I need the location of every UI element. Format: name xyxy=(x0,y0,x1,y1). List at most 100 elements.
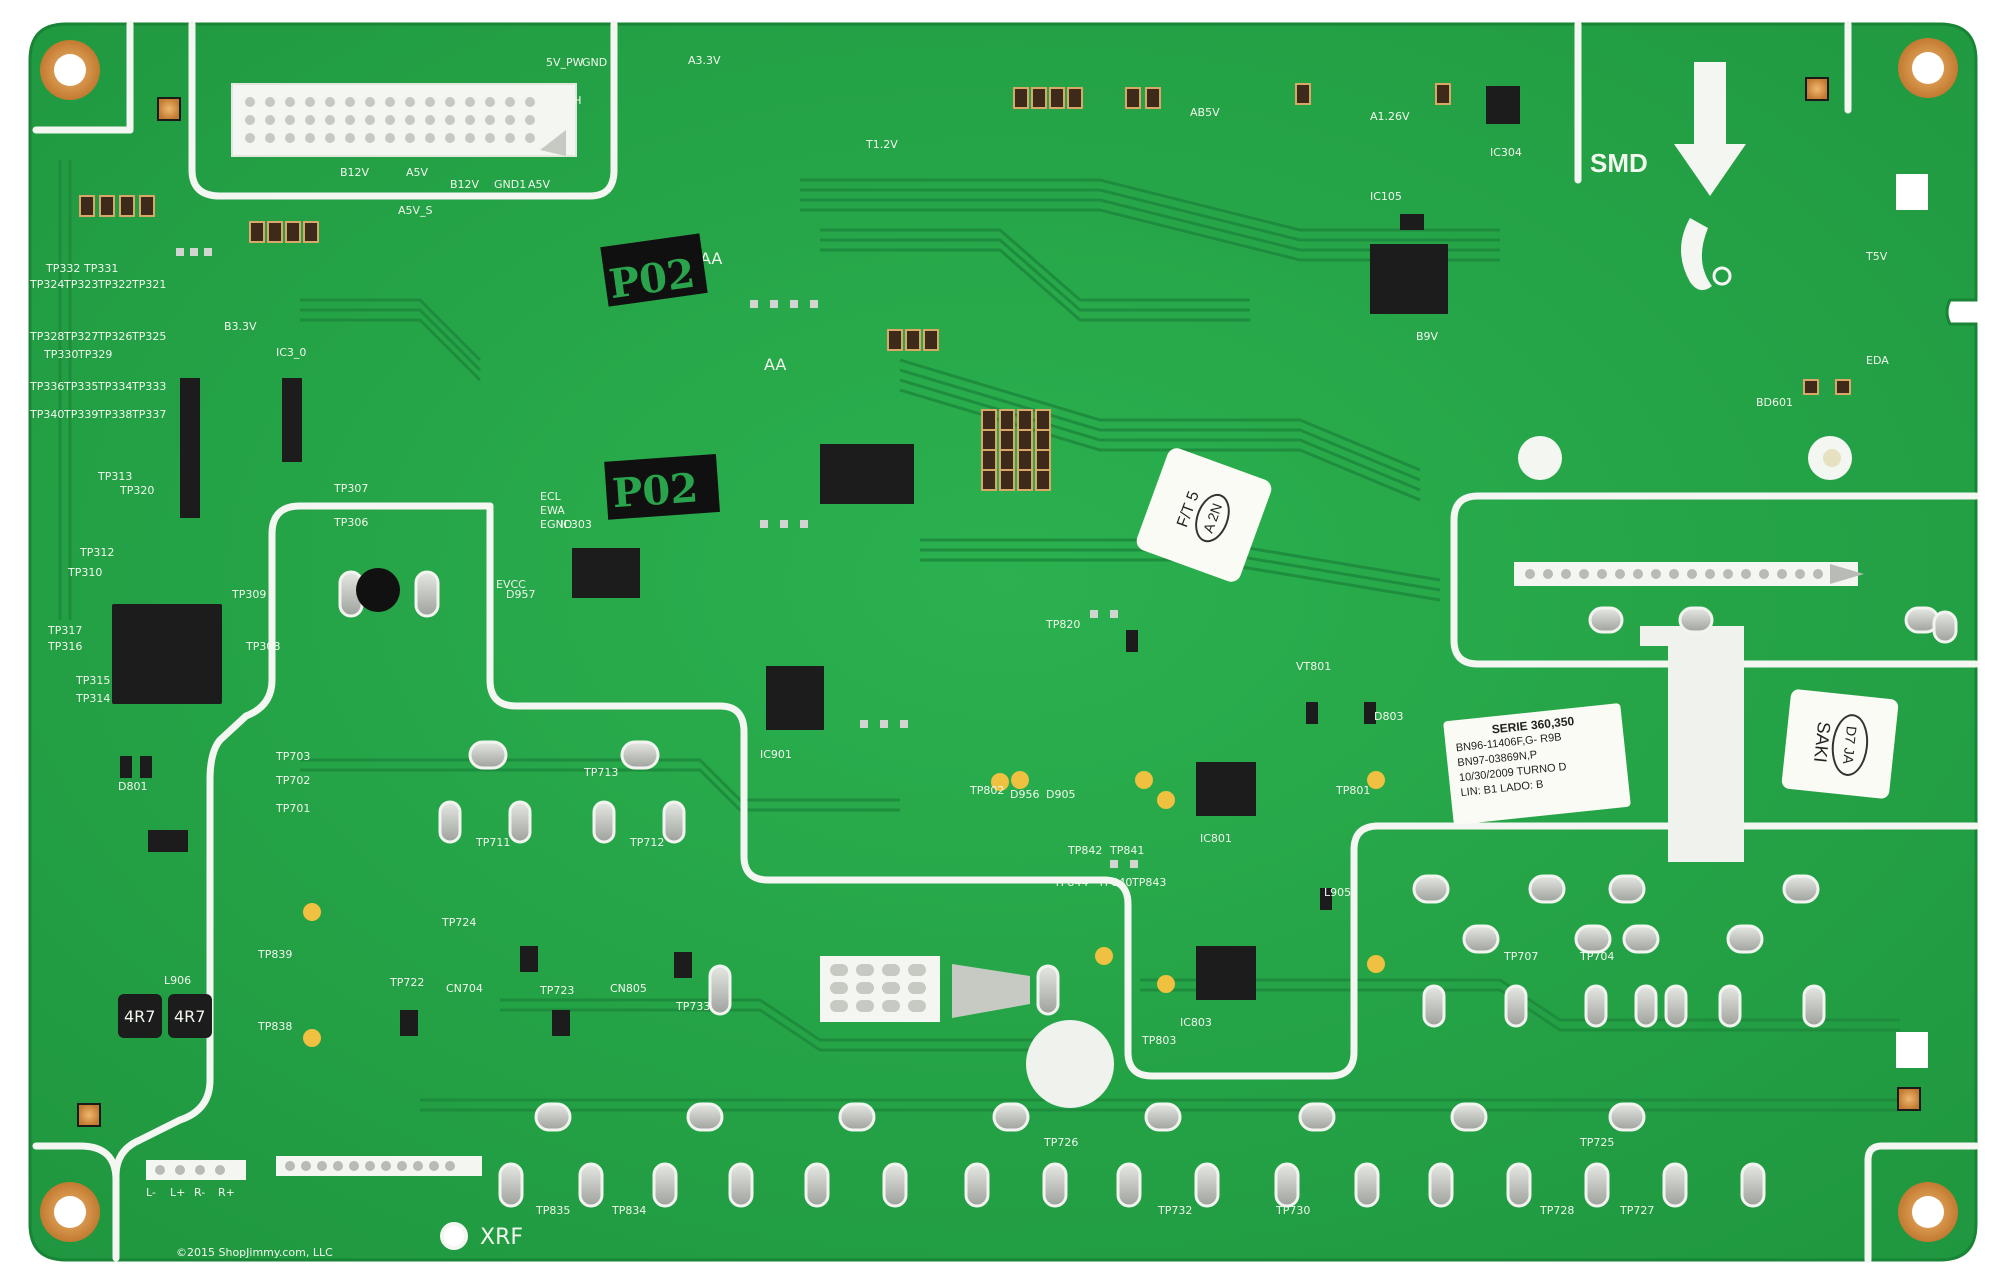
pin-label: A5V xyxy=(528,178,551,191)
svg-text:TP702: TP702 xyxy=(275,774,310,787)
fiducial xyxy=(1518,436,1562,480)
svg-text:TP834: TP834 xyxy=(611,1204,646,1217)
svg-text:TP841: TP841 xyxy=(1109,844,1144,857)
svg-text:AB5V: AB5V xyxy=(1190,106,1220,119)
svg-text:D801: D801 xyxy=(118,780,147,793)
smd-components xyxy=(79,83,1851,1047)
right-connector xyxy=(1514,562,1864,586)
svg-text:TP321: TP321 xyxy=(131,278,166,291)
svg-text:TP840: TP840 xyxy=(1097,876,1132,889)
svg-text:TP726: TP726 xyxy=(1043,1136,1078,1149)
svg-text:TP843: TP843 xyxy=(1131,876,1166,889)
pin-label: 5V_PW xyxy=(546,56,584,69)
p02-stamp: P02 xyxy=(611,464,700,517)
svg-text:TP728: TP728 xyxy=(1539,1204,1574,1217)
svg-text:TP839: TP839 xyxy=(257,948,292,961)
svg-text:TP713: TP713 xyxy=(583,766,618,779)
mount-hole-bl xyxy=(40,1182,100,1242)
silkscreen-text: SMD XRF ©2015 ShopJimmy.com, LLC AA AA 4… xyxy=(29,54,1889,1259)
svg-text:TP333: TP333 xyxy=(131,380,166,393)
svg-text:A3.3V: A3.3V xyxy=(688,54,721,67)
svg-text:TP727: TP727 xyxy=(1619,1204,1654,1217)
isolation-lines xyxy=(32,20,1980,1264)
svg-text:ECL: ECL xyxy=(540,490,562,503)
svg-text:TP340: TP340 xyxy=(29,408,64,421)
audio-pin-label: R+ xyxy=(218,1186,235,1199)
production-sticker: SERIE 360,350 BN96-11406F,G- R9B BN97-03… xyxy=(1443,702,1631,826)
svg-text:TP723: TP723 xyxy=(539,984,574,997)
svg-text:TP315: TP315 xyxy=(75,674,110,687)
mount-hole-tr xyxy=(1898,38,1958,98)
svg-text:TP844: TP844 xyxy=(1053,876,1088,889)
svg-text:TP802: TP802 xyxy=(969,784,1004,797)
aa-mark: AA xyxy=(700,249,722,268)
svg-text:TP314: TP314 xyxy=(75,692,110,705)
svg-text:TP712: TP712 xyxy=(629,836,664,849)
svg-text:IC803: IC803 xyxy=(1180,1016,1212,1029)
audio-pin-label: R- xyxy=(194,1186,205,1199)
audio-pin-label: L+ xyxy=(170,1186,185,1199)
svg-text:TP316: TP316 xyxy=(47,640,82,653)
svg-text:TP324: TP324 xyxy=(29,278,64,291)
svg-text:IC801: IC801 xyxy=(1200,832,1232,845)
svg-text:TP725: TP725 xyxy=(1579,1136,1614,1149)
saki-sticker: D7 JA SAKI xyxy=(1781,688,1899,800)
svg-text:TP703: TP703 xyxy=(275,750,310,763)
pin-label: A5V xyxy=(406,166,429,179)
bottom-connectors xyxy=(146,1156,482,1180)
svg-text:B9V: B9V xyxy=(1416,330,1439,343)
pin-label: A5V_S xyxy=(398,204,433,217)
saki-name: SAKI xyxy=(1810,720,1835,764)
svg-text:TP707: TP707 xyxy=(1503,950,1538,963)
pin-label: B12V xyxy=(340,166,370,179)
mounting-holes xyxy=(40,38,1958,1250)
svg-text:TP309: TP309 xyxy=(231,588,266,601)
svg-text:TP336: TP336 xyxy=(29,380,64,393)
down-arrow-icon xyxy=(1674,62,1746,196)
svg-text:TP711: TP711 xyxy=(475,836,510,849)
svg-text:TP730: TP730 xyxy=(1275,1204,1310,1217)
svg-text:T1.2V: T1.2V xyxy=(865,138,898,151)
svg-text:TP335: TP335 xyxy=(63,380,98,393)
svg-text:TP337: TP337 xyxy=(131,408,166,421)
audio-pin-label: L- xyxy=(146,1186,156,1199)
svg-text:TP313: TP313 xyxy=(97,470,132,483)
svg-text:IC105: IC105 xyxy=(1370,190,1402,203)
svg-text:TP338: TP338 xyxy=(97,408,132,421)
svg-text:TP732: TP732 xyxy=(1157,1204,1192,1217)
svg-text:TP803: TP803 xyxy=(1141,1034,1176,1047)
mount-hole-br xyxy=(1898,1182,1958,1242)
svg-text:T5V: T5V xyxy=(1865,250,1888,263)
svg-text:D803: D803 xyxy=(1374,710,1403,723)
svg-text:TP704: TP704 xyxy=(1579,950,1614,963)
svg-text:TP722: TP722 xyxy=(389,976,424,989)
svg-text:TP308: TP308 xyxy=(245,640,280,653)
manufacturer-logo-icon xyxy=(1681,218,1732,291)
svg-text:IC901: IC901 xyxy=(760,748,792,761)
white-region-bar xyxy=(1640,626,1668,646)
center-pad-cluster xyxy=(820,956,1030,1022)
svg-text:TP842: TP842 xyxy=(1067,844,1102,857)
svg-text:TP310: TP310 xyxy=(67,566,102,579)
fiducial xyxy=(440,1222,468,1250)
top-connector xyxy=(231,83,577,157)
svg-text:IC303: IC303 xyxy=(560,518,592,531)
pin-label: WFH xyxy=(556,94,581,107)
svg-text:EDA: EDA xyxy=(1866,354,1889,367)
svg-text:TP327: TP327 xyxy=(63,330,98,343)
svg-text:TP838: TP838 xyxy=(257,1020,292,1033)
svg-text:CN704: CN704 xyxy=(446,982,483,995)
center-hole xyxy=(356,568,400,612)
svg-text:TP323: TP323 xyxy=(63,278,98,291)
svg-text:TP322: TP322 xyxy=(97,278,132,291)
svg-text:D956: D956 xyxy=(1010,788,1039,801)
svg-text:EVCC: EVCC xyxy=(496,578,526,591)
svg-text:EWA: EWA xyxy=(540,504,565,517)
svg-text:IC304: IC304 xyxy=(1490,146,1522,159)
handwritten-marks: P02 P02 xyxy=(600,233,720,520)
ics xyxy=(112,86,1520,1038)
svg-text:L905: L905 xyxy=(1324,886,1351,899)
svg-text:TP330: TP330 xyxy=(43,348,78,361)
svg-text:TP328: TP328 xyxy=(29,330,64,343)
